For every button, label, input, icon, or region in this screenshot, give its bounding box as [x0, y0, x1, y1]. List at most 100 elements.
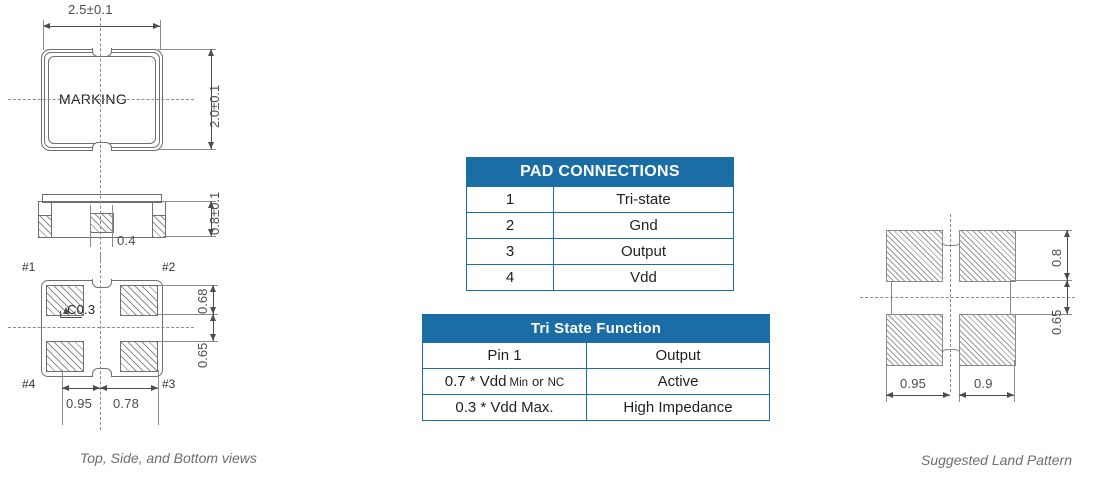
land-pad-height-dim: 0.8 [1049, 248, 1064, 267]
ext-line [163, 236, 216, 237]
arrow-up-icon [208, 49, 214, 56]
ext-line [886, 360, 887, 402]
arrow-down-icon [208, 229, 214, 236]
chamfer-leader-line [60, 311, 61, 318]
land-right-dim: 0.9 [974, 376, 993, 391]
centerline-vertical [100, 255, 101, 430]
pad-connections-table: PAD CONNECTIONS 1 Tri-state 2 Gnd 3 Outp… [466, 157, 734, 291]
arrow-down-icon [210, 334, 216, 341]
land-pattern-group: 0.8 0.65 0.95 0.9 [860, 210, 1111, 410]
table-row: 3 Output [466, 238, 734, 265]
side-view-pad-right [152, 215, 166, 238]
condition-main: 0.3 * Vdd [455, 399, 518, 416]
land-pad-1 [886, 230, 943, 282]
centerline-vertical [100, 175, 101, 260]
table-row: 4 Vdd [466, 264, 734, 291]
land-pad-height-dimline [1067, 230, 1068, 280]
ext-line [1010, 314, 1072, 315]
condition-conjunction: or [532, 374, 544, 389]
ext-line [1010, 280, 1072, 281]
bottom-view-pad-height-dimline [213, 285, 214, 314]
notch-bottom [92, 142, 112, 151]
bottom-view-left-dim: 0.95 [66, 396, 93, 411]
notch-bottom [941, 349, 961, 358]
left-caption: Top, Side, and Bottom views [80, 450, 257, 466]
arrow-right-icon [93, 385, 100, 391]
side-view-terminal-right [152, 201, 166, 216]
land-left-dim: 0.95 [900, 376, 927, 391]
notch-top [92, 279, 112, 288]
bottom-view-right-dim: 0.78 [113, 396, 140, 411]
land-pad-3 [959, 314, 1016, 366]
arrow-right-icon [1007, 392, 1014, 398]
tri-state-col-header-right: Output [586, 342, 770, 369]
notch-bottom [92, 368, 112, 377]
ext-line [158, 285, 218, 286]
arrow-up-icon [210, 314, 216, 321]
arrow-right-icon [943, 392, 950, 398]
ext-line [158, 49, 216, 50]
tri-state-title: Tri State Function [422, 314, 770, 343]
pad-pin-cell: 2 [466, 212, 554, 239]
ext-line [158, 314, 218, 315]
arrow-down-icon [1064, 273, 1070, 280]
centerline-vertical [950, 214, 951, 392]
bottom-view-pad-3 [120, 341, 158, 372]
tri-state-col-header-left: Pin 1 [422, 342, 587, 369]
bottom-view-pad-gap-dim: 0.65 [195, 342, 210, 368]
side-view-terminal-left [38, 201, 52, 216]
ext-line [163, 201, 216, 202]
bottom-view-chamfer-note: C0.3 [67, 302, 96, 317]
bottom-view-pad-4 [46, 341, 84, 372]
chamfer-leader-line [60, 317, 82, 318]
arrow-down-icon [208, 142, 214, 149]
ext-line [158, 149, 216, 150]
table-row: Pin 1 Output [422, 342, 770, 369]
centerline-horizontal [860, 297, 1075, 298]
bottom-view-right-dimline [100, 388, 158, 389]
side-view-pad-width-dim: 0.4 [117, 233, 136, 248]
arrow-left-icon [100, 385, 107, 391]
arrow-up-icon [210, 285, 216, 292]
pad-function-cell: Vdd [553, 264, 734, 291]
pad-connections-title: PAD CONNECTIONS [466, 157, 734, 187]
pad-function-cell: Gnd [553, 212, 734, 239]
bottom-view-left-dimline [62, 388, 100, 389]
side-view-pad-center [90, 213, 114, 233]
ext-line [160, 20, 161, 50]
top-view-height-dimline [211, 49, 212, 149]
arrow-left-icon [43, 23, 50, 29]
ext-line [158, 370, 159, 425]
ext-line [112, 205, 113, 247]
table-row: 1 Tri-state [466, 186, 734, 213]
arrow-left-icon [886, 392, 893, 398]
bottom-view-group: #1 #2 #4 #3 C0.3 0.68 0.65 0.95 0.78 [0, 255, 250, 440]
centerline-horizontal [8, 99, 194, 100]
ext-line [1014, 360, 1015, 402]
notch-top [941, 237, 961, 246]
top-view-width-dimline [43, 26, 160, 27]
arrow-up-icon [208, 201, 214, 208]
ext-line [43, 20, 44, 50]
land-right-dimline [959, 395, 1014, 396]
centerline-horizontal [8, 327, 194, 328]
land-pad-gap-dimline [1067, 280, 1068, 314]
side-view-height-dimline [211, 201, 212, 236]
arrow-down-icon [1064, 307, 1070, 314]
tri-state-state-cell: Active [586, 368, 770, 395]
bottom-view-pin2-label: #2 [162, 260, 176, 274]
top-view-height-dim: 2.0±0.1 [207, 84, 222, 128]
notch-top [92, 48, 112, 57]
land-pad-2 [959, 230, 1016, 282]
top-view-group: 2.5±0.1 MARKING 2.0±0.1 [0, 0, 250, 178]
side-view-group: 0.4 0.8±0.1 [0, 175, 250, 260]
ext-line [62, 370, 63, 425]
land-left-dimline [886, 395, 950, 396]
ext-line [90, 205, 91, 247]
right-caption: Suggested Land Pattern [921, 452, 1073, 468]
bottom-view-pin1-label: #1 [22, 260, 36, 274]
bottom-view-pad-gap-dimline [213, 314, 214, 341]
land-pad-gap-dim: 0.65 [1049, 309, 1064, 335]
